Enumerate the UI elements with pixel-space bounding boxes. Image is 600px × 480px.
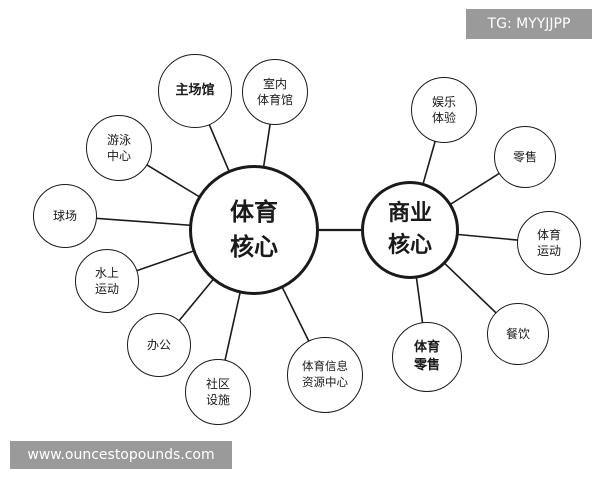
node-indoor-gym: 室内 体育馆 bbox=[242, 59, 308, 125]
node-office: 办公 bbox=[127, 313, 191, 377]
node-main-stadium: 主场馆 bbox=[158, 54, 232, 128]
node-sports-info-center: 体育信息 资源中心 bbox=[287, 337, 363, 413]
node-ball-field: 球场 bbox=[33, 184, 97, 248]
node-swimming-center: 游泳 中心 bbox=[86, 115, 152, 181]
node-sports-retail: 体育 零售 bbox=[392, 322, 462, 392]
watermark-bottom-left: www.ouncestopounds.com bbox=[10, 441, 232, 469]
node-water-sports: 水上 运动 bbox=[75, 249, 139, 313]
node-sports-activities: 体育 运动 bbox=[517, 211, 581, 275]
node-community-facilities: 社区 设施 bbox=[185, 359, 251, 425]
node-retail: 零售 bbox=[494, 126, 556, 188]
sports-core-hub: 体育 核心 bbox=[189, 165, 319, 295]
watermark-top-right: TG: MYYJJPP bbox=[466, 9, 592, 39]
node-dining: 餐饮 bbox=[487, 303, 549, 365]
node-entertainment: 娱乐 体验 bbox=[411, 77, 477, 143]
commerce-core-hub: 商业 核心 bbox=[361, 181, 459, 279]
